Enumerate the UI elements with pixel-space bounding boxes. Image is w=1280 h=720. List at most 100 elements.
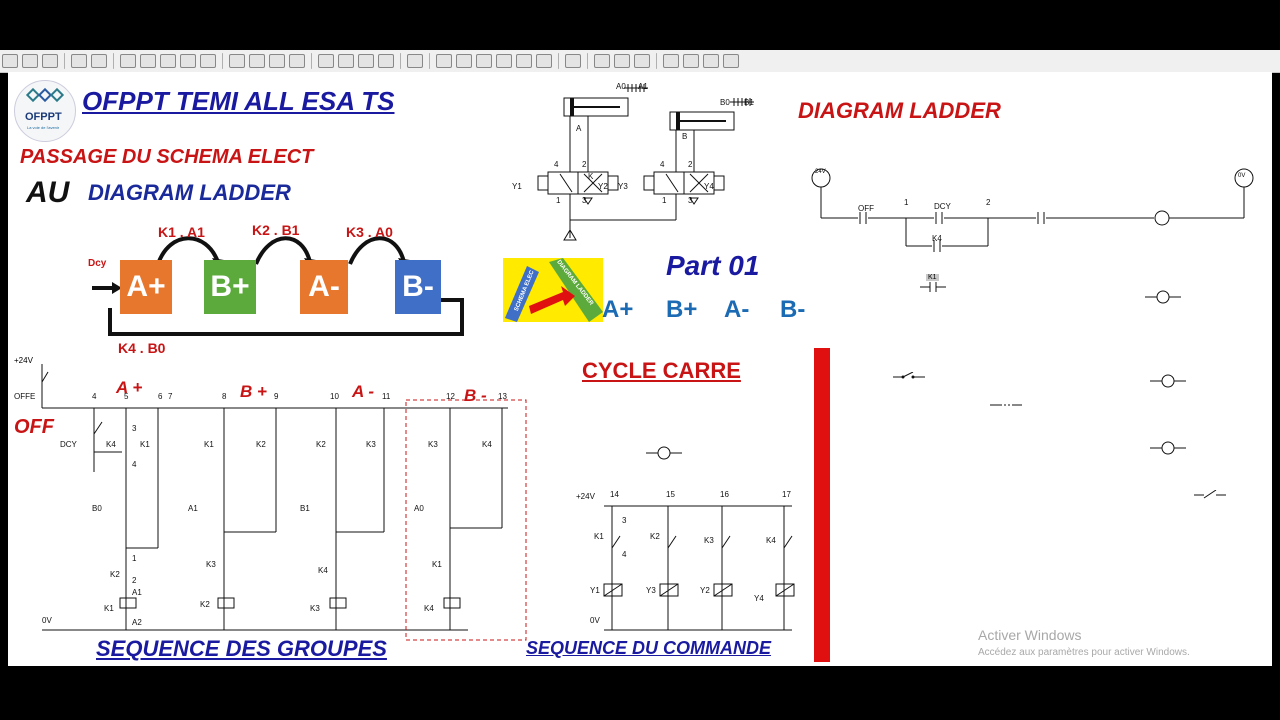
seq-box-a-plus: A+ (120, 260, 172, 314)
footer-command-title: SEQUENCE DU COMMANDE (526, 638, 772, 658)
elec-offe: OFFE (14, 392, 36, 401)
logo-tagline: La voie de l'avenir (27, 125, 60, 130)
zoom-out-icon[interactable] (456, 54, 472, 68)
coil-element[interactable] (1150, 441, 1186, 455)
zoom-in-icon[interactable] (436, 54, 452, 68)
cmd-zero: 0V (590, 616, 600, 625)
arrow-k2b1 (254, 236, 312, 265)
sequence-text-b-minus: B- (780, 296, 806, 323)
pin-2: 2 (132, 576, 137, 585)
node-13: 13 (498, 392, 507, 401)
cylinder-b-body (669, 111, 735, 131)
zoom-prev-icon[interactable] (536, 54, 552, 68)
copy-icon[interactable] (160, 54, 176, 68)
valve-right-port-1: 1 (662, 196, 667, 205)
elec-schema (41, 364, 527, 641)
play-icon[interactable] (614, 54, 630, 68)
cut-icon[interactable] (140, 54, 156, 68)
contact-element[interactable] (990, 400, 1022, 410)
fast-forward-icon[interactable] (723, 54, 739, 68)
cmd-contact-k2: K2 (650, 532, 660, 541)
cmd-coil-y3: Y3 (646, 586, 656, 595)
pause-icon[interactable] (634, 54, 650, 68)
node-5: 5 (124, 392, 129, 401)
contact-element[interactable] (1194, 490, 1226, 500)
grid-icon[interactable] (407, 54, 423, 68)
step-forward-icon[interactable] (703, 54, 719, 68)
cyl-b-sensor-b0: B0 (720, 98, 730, 107)
check-icon[interactable] (565, 54, 581, 68)
red-divider-bar (814, 348, 830, 662)
cyl-a-sensor-a1: A1 (638, 82, 648, 91)
save-icon[interactable] (42, 54, 58, 68)
drawing-canvas[interactable]: OFPPT La voie de l'avenir OFPPT TEMI ALL… (8, 72, 1272, 666)
toolbar-separator (656, 53, 657, 69)
valve-right-coil-y3: Y3 (618, 182, 628, 191)
toolbar-separator (429, 53, 430, 69)
align-center-icon[interactable] (249, 54, 265, 68)
elec-plus24: +24V (14, 356, 33, 365)
valve-left-k: K (588, 172, 594, 181)
page-title: OFPPT TEMI ALL ESA TS (82, 86, 395, 116)
valve-right-port-2: 2 (688, 160, 693, 169)
zoom-all-icon[interactable] (516, 54, 532, 68)
cmd-contact-k1: K1 (594, 532, 604, 541)
contact-k4-a: K4 (106, 440, 116, 449)
contact-icon (920, 282, 946, 292)
cmd-contact-k3: K3 (704, 536, 714, 545)
contact-k4-b: K4 (482, 440, 492, 449)
flip-icon[interactable] (338, 54, 354, 68)
zoom-window-icon[interactable] (496, 54, 512, 68)
contact-k3-a: K3 (366, 440, 376, 449)
contact-k2-b: K2 (316, 440, 326, 449)
delete-icon[interactable] (200, 54, 216, 68)
cmd-node-14: 14 (610, 490, 619, 499)
coil-pin-a2: A2 (132, 618, 142, 627)
activate-windows-subtitle: Accédez aux paramètres pour activer Wind… (978, 647, 1190, 658)
pin-1: 1 (132, 554, 137, 563)
rotate-icon[interactable] (318, 54, 334, 68)
ladder-rung (811, 168, 1254, 252)
coil-element[interactable] (1145, 290, 1181, 304)
cmd-contact-k4: K4 (766, 536, 776, 545)
node-12: 12 (446, 392, 455, 401)
undo-icon[interactable] (120, 54, 136, 68)
group-icon[interactable] (378, 54, 394, 68)
align-right-icon[interactable] (269, 54, 285, 68)
cyl-a-label: A (576, 124, 582, 133)
diagram-ladder-title: DIAGRAM LADDER (798, 98, 1001, 123)
seq-box-a-minus: A- (300, 260, 348, 314)
valve-left-port-4: 4 (554, 160, 559, 169)
print-icon[interactable] (91, 54, 107, 68)
toolbar-separator (400, 53, 401, 69)
align-top-icon[interactable] (289, 54, 305, 68)
mirror-icon[interactable] (358, 54, 374, 68)
step-back-icon[interactable] (663, 54, 679, 68)
open-file-icon[interactable] (22, 54, 38, 68)
convert-badge: SCHEMA ELEC DIAGRAM LADDER (503, 258, 603, 322)
ladder-node-1: 1 (904, 198, 909, 207)
valve-left-port-2: 2 (582, 160, 587, 169)
part-label: Part 01 (666, 250, 760, 281)
coil-element[interactable] (1150, 374, 1186, 388)
new-file-icon[interactable] (2, 54, 18, 68)
step-icon[interactable] (683, 54, 699, 68)
toolbar-separator (64, 53, 65, 69)
stop-icon[interactable] (594, 54, 610, 68)
group-label-b-plus: B + (240, 382, 267, 401)
align-left-icon[interactable] (229, 54, 245, 68)
cmd-node-16: 16 (720, 490, 729, 499)
cmd-coil-y2: Y2 (700, 586, 710, 595)
coil-element[interactable] (646, 446, 682, 460)
contact-element[interactable] (893, 372, 925, 382)
node-4: 4 (92, 392, 97, 401)
interlock-k4: K4 (318, 566, 328, 575)
passage-title: PASSAGE DU SCHEMA ELECT (20, 146, 314, 168)
elec-off-big: OFF (14, 416, 54, 438)
zoom-fit-icon[interactable] (476, 54, 492, 68)
group-label-a-plus: A + (116, 378, 143, 397)
k1-ladder-element[interactable]: K1 (920, 274, 946, 292)
pneumatic-schema (537, 84, 754, 241)
paste-icon[interactable] (180, 54, 196, 68)
print-preview-icon[interactable] (71, 54, 87, 68)
